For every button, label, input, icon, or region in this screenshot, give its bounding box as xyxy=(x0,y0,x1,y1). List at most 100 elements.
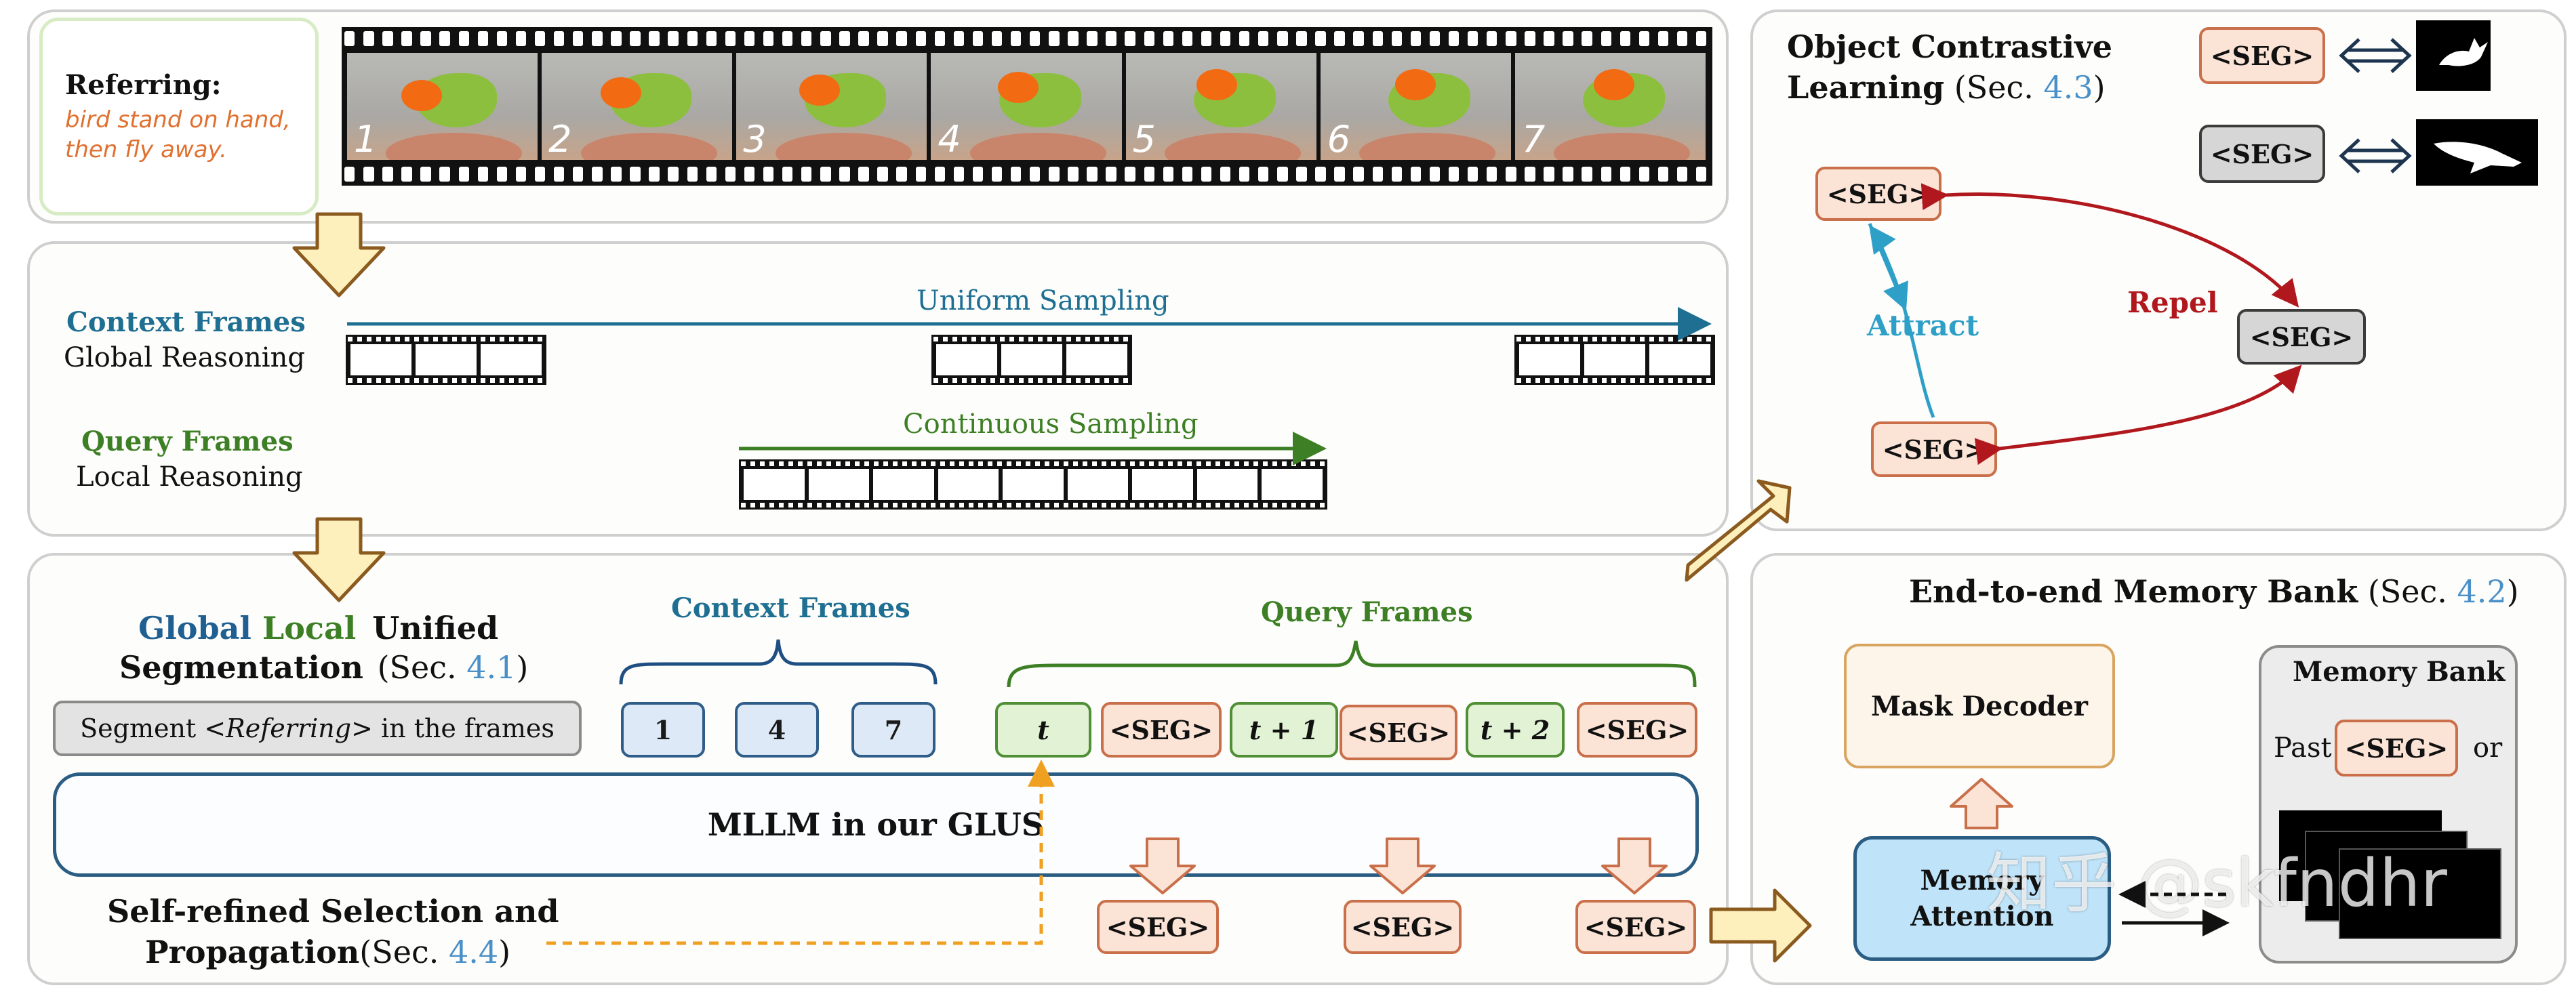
strip-hole xyxy=(405,337,409,341)
film-sprocket-hole xyxy=(439,31,450,46)
strip-hole xyxy=(1611,337,1616,341)
film-sprocket-hole xyxy=(1467,167,1478,182)
strip-hole xyxy=(490,337,495,341)
strip-hole xyxy=(988,461,992,466)
strip-hole xyxy=(1291,503,1296,508)
film-sprocket-hole xyxy=(915,167,926,182)
film-sprocket-hole xyxy=(839,167,850,182)
strip-hole xyxy=(779,503,784,508)
strip-hole xyxy=(1697,378,1702,383)
frame-number: 5 xyxy=(1132,118,1156,160)
strip-hole xyxy=(798,503,803,508)
prompt-post: > in the frames xyxy=(351,713,555,743)
strip-hole xyxy=(943,378,948,383)
strip-hole xyxy=(471,378,476,383)
film-sprocket-hole xyxy=(1544,167,1554,182)
strip-frame xyxy=(481,344,542,375)
strip-hole xyxy=(357,378,362,383)
strip-hole xyxy=(817,461,822,466)
strip-hole xyxy=(1054,461,1059,466)
strip-hole xyxy=(779,461,784,466)
strip-hole xyxy=(1038,378,1043,383)
film-sprocket-hole xyxy=(687,31,698,46)
memory-bank-seg-token: <SEG> xyxy=(2335,720,2458,776)
film-sprocket-hole xyxy=(1315,167,1326,182)
strip-hole xyxy=(1057,337,1062,341)
strip-hole xyxy=(1102,503,1106,508)
film-sprocket-hole xyxy=(1106,167,1116,182)
strip-hole xyxy=(940,461,945,466)
strip-hole xyxy=(452,337,457,341)
strip-hole xyxy=(1114,337,1119,341)
query-frames-brace xyxy=(1007,640,1697,688)
strip-hole xyxy=(376,337,381,341)
strip-hole xyxy=(962,337,967,341)
output-seg-token-1: <SEG> xyxy=(1097,900,1219,954)
film-sprocket-hole xyxy=(1638,31,1650,46)
film-sprocket-hole xyxy=(687,167,698,182)
bird-silhouette-positive xyxy=(2439,38,2488,66)
strip-hole xyxy=(817,503,822,508)
mask-decoder-label: Mask Decoder xyxy=(1870,690,2089,722)
referring-box xyxy=(39,18,319,215)
strip-hole xyxy=(1016,461,1021,466)
referring-title: Referring: xyxy=(65,69,222,101)
sec-suffix-4-4: ) xyxy=(498,934,511,970)
film-sprocket-hole xyxy=(1638,167,1650,182)
sec-ref-4-4[interactable]: 4.4 xyxy=(449,934,499,970)
sec-ref-4-1[interactable]: 4.1 xyxy=(466,649,517,686)
strip-hole xyxy=(1668,378,1673,383)
strip-hole xyxy=(836,503,841,508)
sec-ref-4-2[interactable]: 4.2 xyxy=(2457,573,2507,610)
film-sprocket-hole xyxy=(801,31,812,46)
strip-hole xyxy=(1057,378,1062,383)
film-sprocket-hole xyxy=(1582,31,1592,46)
strip-hole xyxy=(959,503,964,508)
strip-hole xyxy=(1073,503,1078,508)
strip-hole xyxy=(978,461,983,466)
strip-hole xyxy=(1095,378,1100,383)
context-frames-group-label: Context Frames xyxy=(671,592,910,624)
strip-hole xyxy=(1092,503,1097,508)
film-sprocket-hole xyxy=(1448,31,1460,46)
strip-hole xyxy=(741,461,746,466)
film-sprocket-hole xyxy=(782,167,793,182)
film-sprocket-hole xyxy=(801,167,812,182)
sec-ref-4-3[interactable]: 4.3 xyxy=(2043,69,2093,106)
strip-hole xyxy=(933,337,938,341)
strip-hole xyxy=(1253,461,1258,466)
strip-hole xyxy=(1095,337,1100,341)
query-seg-token-3: <SEG> xyxy=(1577,702,1697,758)
strip-hole xyxy=(414,337,419,341)
strip-hole xyxy=(902,503,907,508)
query-seg-token-2: <SEG> xyxy=(1340,705,1457,760)
film-sprocket-hole xyxy=(1334,167,1345,182)
film-sprocket-hole xyxy=(1087,167,1098,182)
query-strip xyxy=(739,459,1327,510)
strip-hole xyxy=(538,378,542,383)
context-strip-1 xyxy=(346,335,546,385)
strip-hole xyxy=(424,337,428,341)
unified-word: Unified xyxy=(372,610,499,646)
strip-hole xyxy=(826,503,831,508)
attract-label: Attract xyxy=(1867,309,1979,342)
strip-frame xyxy=(350,344,411,375)
film-sprocket-hole xyxy=(1506,167,1516,182)
strip-hole xyxy=(1272,461,1277,466)
strip-hole xyxy=(1535,378,1540,383)
strip-hole xyxy=(902,461,907,466)
film-sprocket-hole xyxy=(1315,31,1326,46)
film-sprocket-hole xyxy=(820,167,831,182)
film-sprocket-hole xyxy=(401,167,412,182)
strip-hole xyxy=(1234,503,1239,508)
strip-hole xyxy=(912,503,917,508)
film-sprocket-hole xyxy=(1544,31,1554,46)
film-sprocket-hole xyxy=(934,167,946,182)
strip-hole xyxy=(1140,461,1144,466)
memory-attention-box: Memory Attention xyxy=(1853,836,2111,961)
strip-hole xyxy=(1196,503,1201,508)
strip-hole xyxy=(1630,337,1635,341)
film-sprocket-hole xyxy=(725,167,736,182)
orange-bird-shape xyxy=(1594,69,1635,100)
film-sprocket-hole xyxy=(782,31,793,46)
